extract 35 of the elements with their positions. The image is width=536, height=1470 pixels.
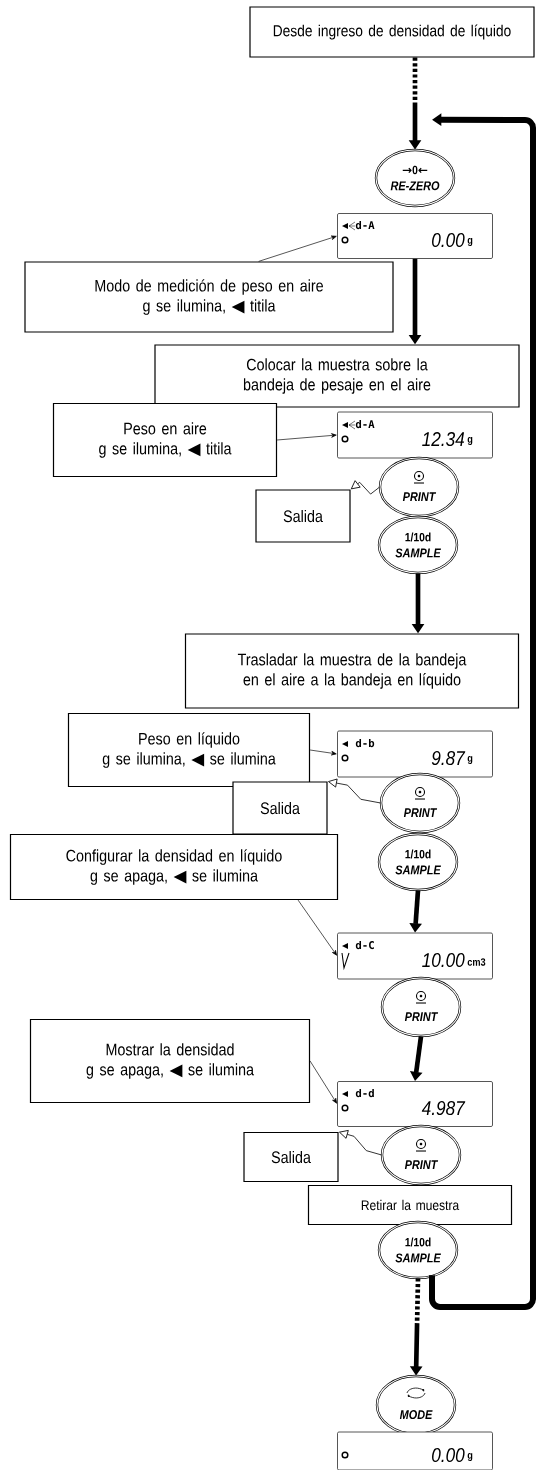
lcd-display: d-b 9.87g: [337, 730, 493, 778]
lcd-display: d-A 12.34 g: [337, 411, 493, 459]
button: PRINT: [380, 1124, 462, 1186]
arrow: [297, 899, 337, 956]
node-label: 0.00: [432, 1447, 465, 1463]
text-box: Retirar la muestra: [307, 1184, 513, 1226]
arrow: [339, 1130, 383, 1156]
lcd-display: d-A 0.00g: [337, 213, 493, 259]
arrow: [328, 778, 382, 804]
text-box: Desde ingreso de densidad de líquido: [249, 6, 535, 58]
button: MODE: [375, 1374, 457, 1436]
text-box: Trasladar la muestra de la bandeja en el aire a la bandeja en líquido: [184, 633, 520, 709]
text-box: Salida: [232, 781, 328, 835]
button: PRINT: [379, 772, 461, 834]
button: PRINT: [378, 456, 460, 518]
lcd-display: 0.00g: [337, 1431, 493, 1470]
arrow: [276, 433, 337, 441]
node-label: g: [467, 1453, 473, 1462]
text-box: Salida: [255, 489, 351, 543]
arrow: [258, 235, 337, 262]
text-box: Modo de medición de peso en aire g se ilumina, ◀ titila: [24, 261, 394, 333]
arrow: [350, 480, 381, 495]
text-box: Salida: [243, 1131, 339, 1183]
lcd-display: d-C 10.00cm3: [337, 932, 493, 980]
text-box: Peso en aire g se ilumina, ◀ titila: [52, 402, 278, 478]
button: →0← RE-ZERO: [374, 148, 456, 208]
text-box: Mostrar la densidad g se apaga, ◀ se ilumina: [29, 1018, 311, 1104]
button: 1/10d SAMPLE: [377, 1220, 459, 1280]
button: 1/10d SAMPLE: [377, 832, 459, 892]
button: 1/10d SAMPLE: [377, 515, 459, 575]
lcd-display: d-d 4.987: [337, 1081, 493, 1127]
arrow: [309, 749, 337, 756]
text-box: Colocar la muestra sobre la bandeja de pesaje en el aire: [154, 344, 520, 408]
arrow: [309, 1060, 338, 1104]
button: PRINT: [380, 976, 462, 1038]
